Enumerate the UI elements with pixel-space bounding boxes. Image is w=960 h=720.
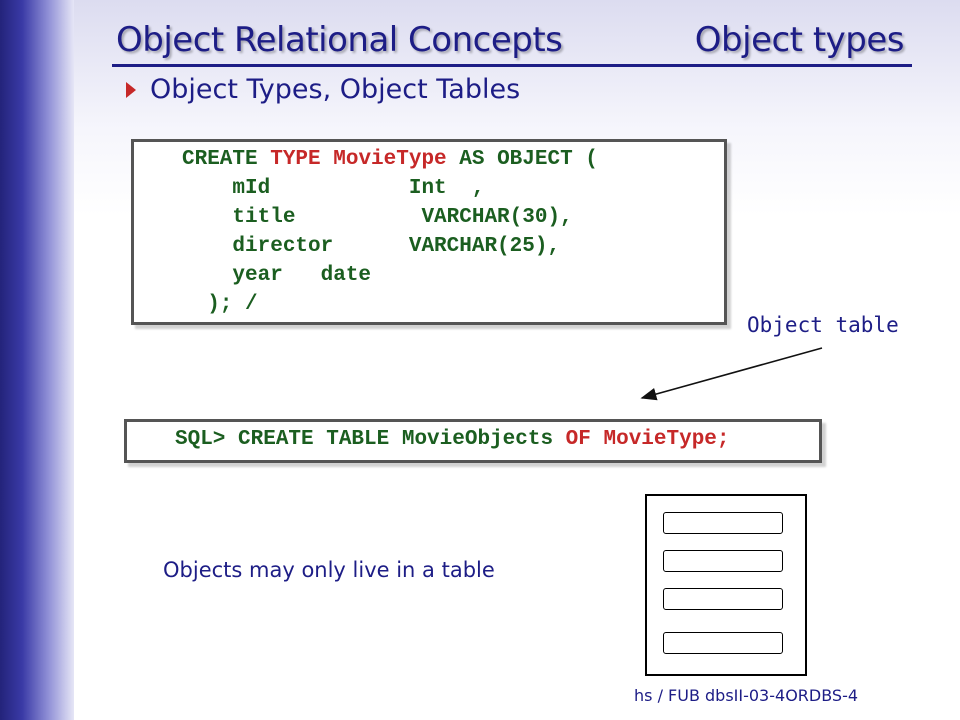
create-table-code-box: SQL> CREATE TABLE MovieObjects OF MovieT…	[124, 419, 822, 463]
slide-footer: hs / FUB dbsII-03-4ORDBS-4	[634, 686, 859, 705]
slide-section-title: Object types	[694, 20, 905, 60]
slide-title: Object Relational Concepts	[116, 20, 563, 60]
red-triangle-bullet-icon	[126, 81, 136, 98]
table-diagram	[645, 494, 807, 676]
title-divider	[112, 64, 912, 67]
bullet-item: Object Types, Object Tables	[126, 74, 520, 105]
bullet-text: Object Types, Object Tables	[150, 74, 521, 105]
create-type-code-box: CREATE TYPE MovieType AS OBJECT ( mId In…	[131, 139, 727, 325]
code-line-6: ); /	[182, 293, 258, 316]
objects-note: Objects may only live in a table	[163, 558, 495, 582]
code-line-5: year date	[182, 264, 372, 287]
object-table-label: Object table	[747, 313, 899, 337]
left-decorative-bar	[0, 0, 74, 720]
code-line-3: title VARCHAR(30),	[182, 206, 573, 229]
background-gradient	[74, 0, 960, 720]
table-row-object	[663, 550, 783, 572]
code-line-4: director VARCHAR(25),	[182, 235, 561, 258]
table-row-object	[663, 632, 783, 654]
code-line-1: CREATE TYPE MovieType AS OBJECT (	[182, 148, 598, 171]
table-row-object	[663, 588, 783, 610]
code-line-2: mId Int ,	[182, 177, 485, 200]
table-row-object	[663, 512, 783, 534]
create-type-code: CREATE TYPE MovieType AS OBJECT ( mId In…	[182, 145, 598, 319]
create-table-code: SQL> CREATE TABLE MovieObjects OF MovieT…	[175, 428, 730, 451]
